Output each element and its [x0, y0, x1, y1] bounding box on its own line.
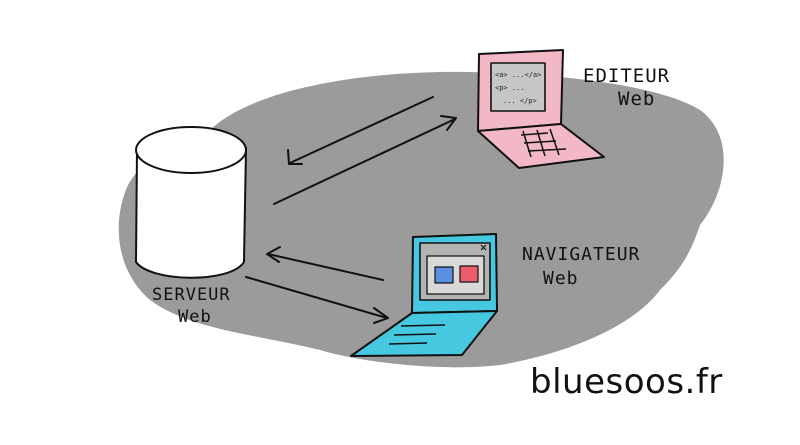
- browser-label-line2: Web: [543, 268, 579, 289]
- arrow-head: [440, 115, 457, 131]
- editor-label-line1: EDITEUR: [583, 65, 670, 87]
- editor-code-line-3: ... </p>: [503, 97, 537, 105]
- arrow-browser-to-server: [267, 253, 384, 281]
- editor-code-line-1: <a> ...</a>: [495, 71, 541, 79]
- credit-text: bluesoos.fr: [530, 362, 723, 402]
- editor-code-line-2: <p> ...: [495, 84, 525, 92]
- browser-laptop-icon: [350, 233, 498, 357]
- arrows: [245, 96, 457, 324]
- browser-label-line1: NAVIGATEUR: [522, 244, 640, 265]
- server-icon: [135, 126, 247, 279]
- arrow-head: [266, 246, 281, 263]
- server-label-line1: SERVEUR: [152, 285, 231, 305]
- server-label-line2: Web: [178, 307, 212, 327]
- arrow-head: [287, 149, 303, 165]
- arrow-editor-to-server: [289, 96, 434, 164]
- editor-laptop-icon: [477, 49, 605, 169]
- arrow-head: [373, 307, 389, 324]
- editor-label-line2: Web: [618, 88, 655, 110]
- arrow-server-to-browser: [245, 276, 388, 319]
- arrow-server-to-editor: [273, 118, 456, 205]
